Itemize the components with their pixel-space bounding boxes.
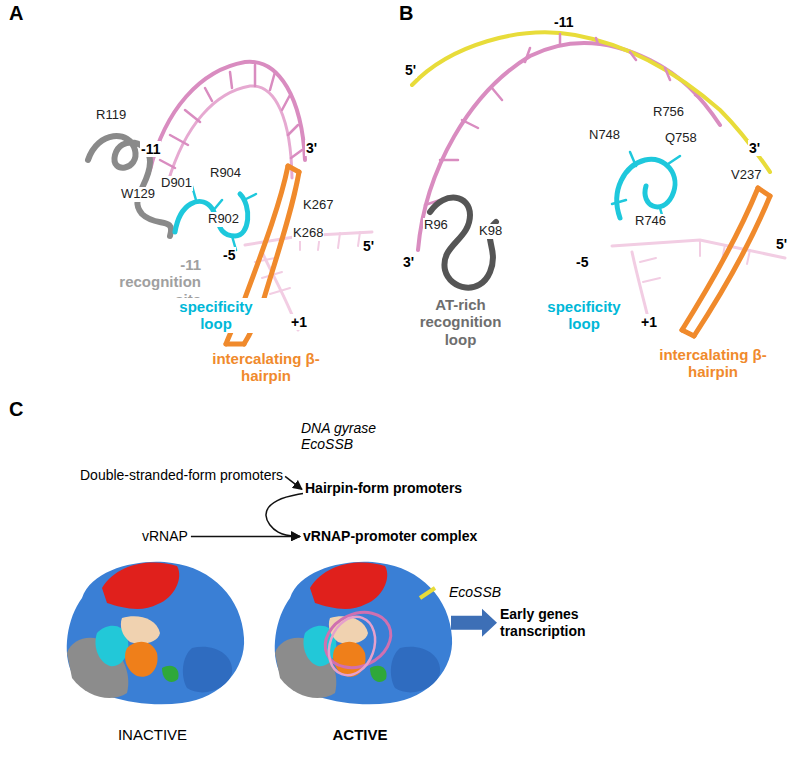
region-label: AT-rich recognition loop [412,296,509,348]
node-text: ACTIVE [332,726,387,744]
recognition-site-ribbon [88,136,171,236]
strand-end-label: 5' [775,236,788,252]
position-label: +1 [640,314,658,330]
intercalating-hairpin-ribbon [694,196,770,336]
panel-letter: B [398,2,414,25]
at-rich-loop-ribbon [430,198,496,288]
panel-a-dna [160,65,302,168]
region-label: intercalating β-hairpin [652,346,774,381]
block-arrow [451,609,497,637]
flow-arrow [266,493,303,536]
intercalating-hairpin-ribbon [682,188,758,330]
residue-label: R756 [652,105,685,120]
residue-label: R904 [209,166,242,181]
specificity-loop-ribbon [175,186,256,250]
strand-end-label: 3' [402,254,415,270]
position-label: -5 [575,254,589,270]
panel-a-dna [168,86,292,182]
panel-letter: C [8,398,24,421]
specificity-loop-ribbon [612,152,680,222]
process-text: vRNAP-promoter complex [303,528,477,545]
edge-label: EcoSSB [448,584,502,600]
region-label: specificity loop [165,298,267,333]
flow-arrow [285,476,302,489]
active-structure [275,562,452,704]
node-text: Hairpin-form promoters [305,480,462,497]
node-text: Double-stranded-form promoters [80,467,283,484]
residue-label: D901 [160,176,193,191]
process-text: Early genes transcription [500,606,650,640]
residue-label: W129 [120,187,156,202]
bound-dna [321,610,383,681]
specificity-loop-ribbon [617,159,675,218]
bound-dna [420,588,435,598]
residue-label: K268 [292,226,324,241]
residue-label: R902 [207,212,240,227]
residue-label: R746 [634,214,667,229]
position-label: -11 [553,14,574,30]
residue-label: K267 [302,198,334,213]
specificity-loop-ribbon [612,152,680,222]
intercalating-hairpin-ribbon [682,188,770,336]
region-label: intercalating β-hairpin [205,350,327,385]
node-text: INACTIVE [118,726,187,744]
flow-arrow [191,536,300,538]
region-label: specificity loop [533,298,635,333]
intercalating-hairpin-ribbon [682,188,770,336]
process-text: vRNAP [142,528,188,545]
residue-label: V237 [730,168,762,183]
structure-box: INACTIVE [55,555,250,748]
panel-letter: A [8,2,24,25]
strand-end-label: 3' [748,140,761,156]
residue-label: N748 [588,128,621,143]
process-text: Double-stranded-form promoters [80,467,283,484]
inactive-structure [67,562,244,704]
edge-label: DNA gyrase EcoSSB [300,420,392,452]
structure-box: ACTIVE [270,555,450,748]
panel-b-dna [412,32,770,172]
bound-dna [316,588,435,682]
specificity-loop-ribbon [192,186,256,250]
node-text: vRNAP-promoter complex [303,528,477,545]
residue-label: Q758 [664,131,698,146]
position-label: -5 [222,247,236,263]
connector-layer [191,476,497,636]
process-text: Hairpin-form promoters [305,480,462,497]
residue-label: R119 [95,108,127,123]
specificity-loop-ribbon [175,194,248,236]
panel-b-dna [425,34,702,205]
node-text: vRNAP [142,528,188,545]
recognition-site-ribbon [88,136,171,236]
panel-b-dna [612,240,785,258]
strand-end-label: 3' [305,140,318,156]
position-label: +1 [290,314,308,330]
residue-label: R96 [423,218,449,233]
node-text: Early genes transcription [500,606,650,640]
residue-label: K98 [478,224,503,239]
bound-dna [316,602,400,678]
at-rich-loop-ribbon [430,198,496,288]
position-label: -11 [140,141,161,157]
strand-end-label: 5' [362,238,375,254]
strand-end-label: 5' [404,62,417,78]
